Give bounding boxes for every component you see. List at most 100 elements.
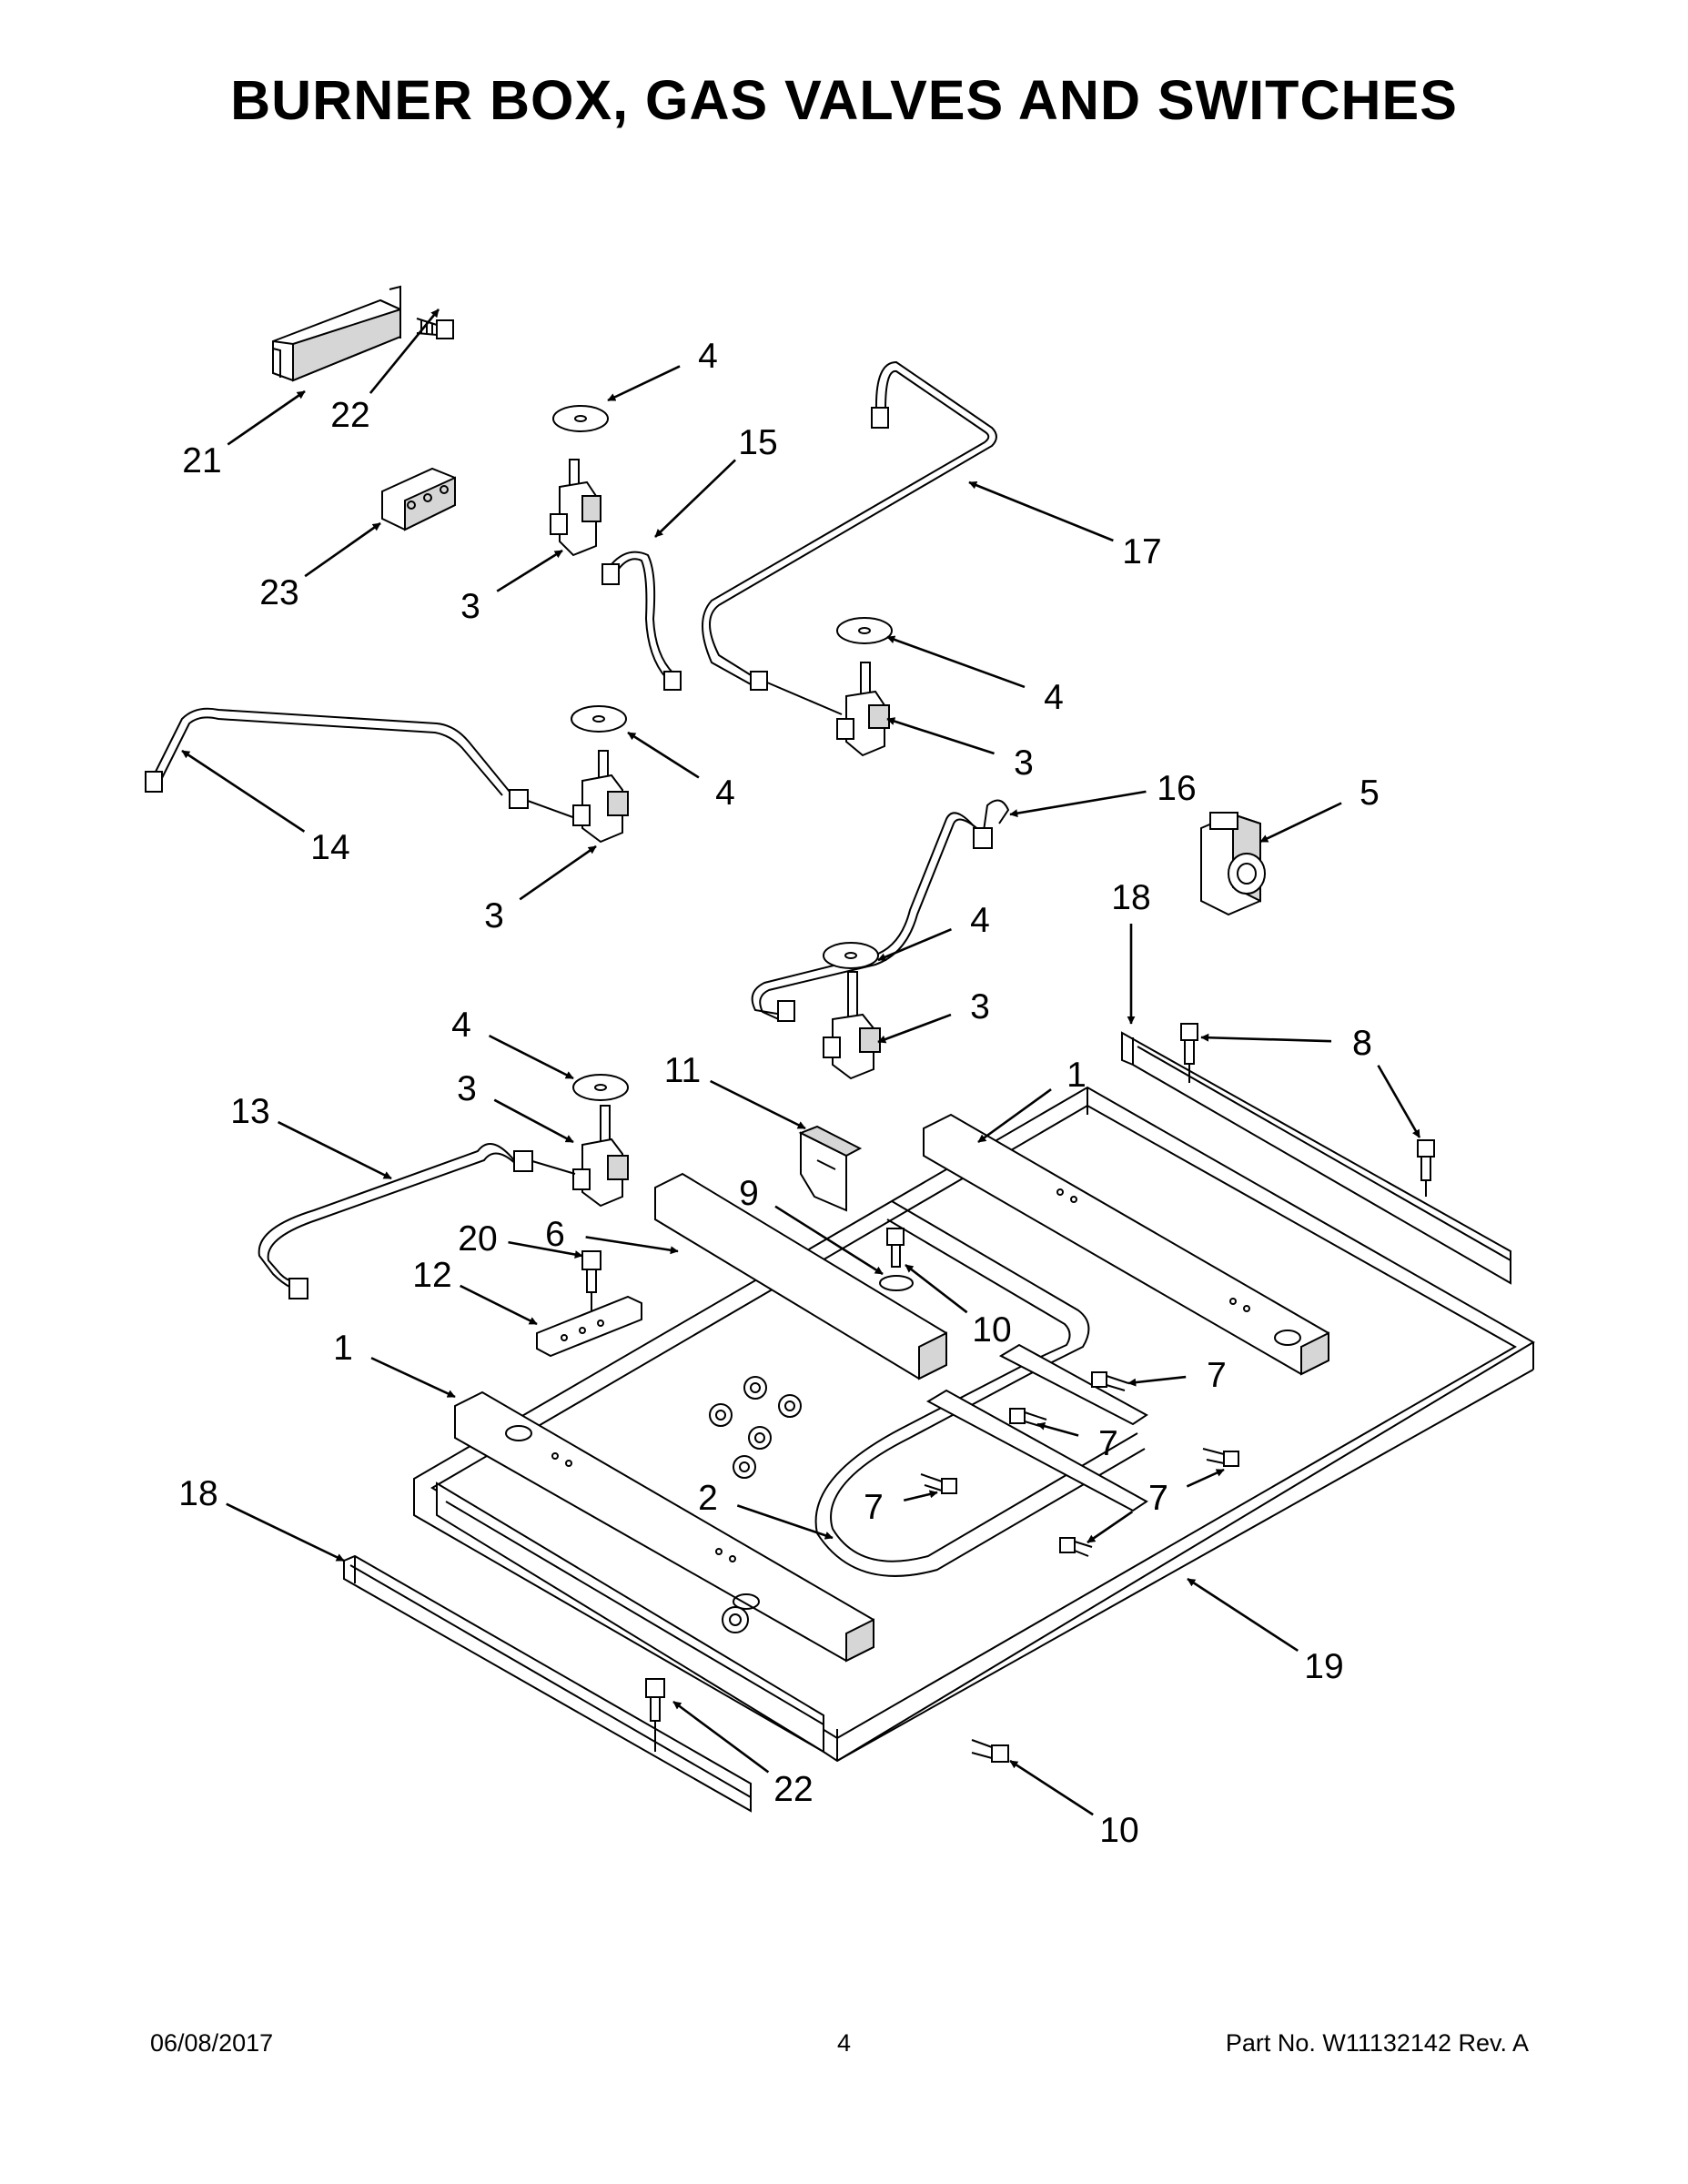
callout-leader-arrow xyxy=(493,1098,574,1144)
callout-leader-arrow xyxy=(877,1013,952,1044)
callout-label: 3 xyxy=(460,587,480,626)
callout-label: 4 xyxy=(715,774,735,813)
callout-leader-arrow xyxy=(1087,1511,1134,1544)
callout-leader-arrow xyxy=(278,1120,392,1180)
callout-10: 10 xyxy=(905,1263,1012,1350)
callout-leader-arrow xyxy=(968,480,1114,542)
callout-17: 17 xyxy=(968,480,1162,571)
callout-5: 5 xyxy=(1259,774,1380,844)
callout-20: 20 xyxy=(458,1219,583,1259)
callout-23: 23 xyxy=(259,521,381,612)
callout-2: 2 xyxy=(698,1479,834,1540)
callout-label: 20 xyxy=(458,1219,497,1259)
callout-leader-arrow xyxy=(227,389,306,446)
callout-label: 3 xyxy=(970,987,990,1026)
pressure-regulator-part xyxy=(1200,812,1266,916)
callout-label: 11 xyxy=(664,1051,702,1090)
gas-tube-part xyxy=(145,707,579,820)
heat-shield-part xyxy=(343,1554,752,1813)
screw-part xyxy=(879,1228,914,1291)
callout-18: 18 xyxy=(178,1474,345,1562)
callout-3: 3 xyxy=(457,1069,574,1144)
callout-leader-arrow xyxy=(508,1240,583,1259)
callout-4: 4 xyxy=(877,901,990,962)
mounting-bracket-part xyxy=(798,1125,863,1212)
callout-leader-arrow xyxy=(1259,802,1342,844)
callout-11: 11 xyxy=(664,1051,806,1130)
callout-label: 3 xyxy=(484,896,504,935)
gas-tube-part xyxy=(751,799,1010,1022)
callout-10: 10 xyxy=(1009,1759,1139,1850)
screw-part xyxy=(1059,1537,1093,1557)
callout-label: 4 xyxy=(698,337,718,376)
callout-label: 3 xyxy=(457,1069,477,1108)
footer-date: 06/08/2017 xyxy=(150,2029,274,2057)
switch-bracket-part xyxy=(272,285,401,382)
callout-label: 7 xyxy=(1148,1479,1168,1518)
gas-valve-part xyxy=(823,942,881,1080)
callout-leader-arrow xyxy=(736,1504,834,1540)
callout-19: 19 xyxy=(1187,1577,1344,1686)
callout-7: 7 xyxy=(1148,1468,1225,1518)
callout-label: 7 xyxy=(1207,1356,1227,1395)
callout-label: 23 xyxy=(259,573,298,612)
callout-leader-arrow xyxy=(1127,1375,1187,1387)
callout-label: 12 xyxy=(412,1256,451,1295)
callout-label: 19 xyxy=(1304,1647,1343,1686)
page-title: BURNER BOX, GAS VALVES AND SWITCHES xyxy=(230,69,1458,131)
callout-leader-arrow xyxy=(369,308,440,394)
callout-22: 22 xyxy=(330,308,440,435)
gas-tube-part xyxy=(601,551,682,691)
burner-channel-part xyxy=(454,1390,874,1663)
footer-page-number: 4 xyxy=(836,2029,852,2057)
callout-leader-arrow xyxy=(304,521,381,578)
callout-leader-arrow xyxy=(1187,1577,1299,1653)
callout-7: 7 xyxy=(864,1488,938,1527)
callout-leader-arrow xyxy=(710,1079,806,1130)
callout-leader-arrow xyxy=(877,927,952,962)
callout-leader-arrow xyxy=(585,1236,679,1255)
callout-14: 14 xyxy=(181,749,350,867)
callout-7: 7 xyxy=(1127,1356,1227,1395)
burner-orifice-part xyxy=(709,1376,802,1633)
callout-18: 18 xyxy=(1111,878,1151,1025)
callout-leader-arrow xyxy=(627,731,700,779)
callout-1: 1 xyxy=(333,1329,456,1399)
callout-3: 3 xyxy=(460,549,563,626)
callout-label: 3 xyxy=(1014,743,1034,783)
callout-4: 4 xyxy=(607,337,718,402)
callout-6: 6 xyxy=(545,1215,679,1255)
callout-leader-arrow xyxy=(370,1357,456,1399)
callout-leader-arrow xyxy=(1377,1065,1421,1138)
callout-3: 3 xyxy=(886,717,1034,783)
callout-label: 6 xyxy=(545,1215,565,1254)
callout-leader-arrow xyxy=(886,717,995,755)
callout-label: 22 xyxy=(330,396,369,435)
callout-label: 4 xyxy=(451,1006,471,1045)
callout-12: 12 xyxy=(412,1256,538,1326)
callout-leader-arrow xyxy=(774,1205,884,1276)
callout-label: 15 xyxy=(738,423,777,462)
callout-3: 3 xyxy=(877,987,990,1044)
gas-tube-part xyxy=(258,1143,576,1299)
heat-shield-part xyxy=(1121,1031,1511,1285)
callout-leader-arrow xyxy=(519,844,597,901)
callout-leader-arrow xyxy=(654,459,736,538)
callout-label: 4 xyxy=(1044,678,1064,717)
gas-tube-part xyxy=(702,360,997,715)
callout-leader-arrow xyxy=(977,1088,1052,1144)
callout-label: 13 xyxy=(230,1092,269,1131)
callout-leader-arrow xyxy=(1186,1468,1225,1488)
screw-part xyxy=(1202,1448,1239,1467)
gas-valve-part xyxy=(572,1074,629,1208)
callout-13: 13 xyxy=(230,1092,392,1180)
callout-label: 4 xyxy=(970,901,990,940)
callout-leader-arrow xyxy=(1009,790,1147,818)
callout-label: 18 xyxy=(1111,878,1150,917)
callout-label: 7 xyxy=(1098,1424,1118,1463)
callout-label: 5 xyxy=(1359,774,1380,813)
screw-part xyxy=(920,1473,957,1494)
callout-label: 18 xyxy=(178,1474,217,1513)
callout-leader-arrow xyxy=(226,1502,345,1562)
